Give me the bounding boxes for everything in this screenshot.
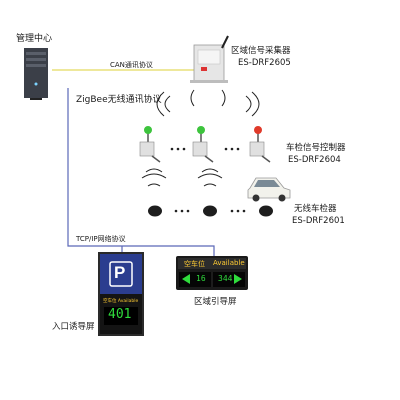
detector-model: ES-DRF2601 (292, 216, 345, 226)
entrance-screen-value: 401 (108, 307, 132, 322)
controller-device-icon-3 (249, 126, 271, 163)
controller-name: 车检信号控制器 (286, 143, 346, 153)
area-screen-title-en: Available (213, 259, 245, 267)
collector-device-icon (190, 35, 229, 83)
ellipsis-dots (170, 147, 240, 151)
area-screen-left-value: 16 (196, 274, 206, 283)
arrow-left-icon (182, 274, 190, 284)
wireless-wave-icon (156, 89, 260, 117)
detector-wave-icon (141, 168, 223, 187)
controller-device-icon-1 (139, 126, 161, 163)
server-icon (24, 48, 48, 100)
area-guidance-screen (176, 256, 248, 290)
detector-name: 无线车检器 (294, 204, 337, 214)
tcpip-protocol-label: TCP/IP网络协议 (76, 235, 126, 243)
zigbee-protocol-label: ZigBee无线通讯协议 (76, 95, 162, 105)
detector-device-icon (148, 205, 273, 217)
collector-name: 区域信号采集器 (231, 46, 291, 56)
area-screen-title-cn: 空车位 (184, 260, 205, 268)
collector-model: ES-DRF2605 (238, 58, 291, 68)
area-screen-caption: 区域引导屏 (194, 297, 237, 307)
detector-ellipsis-dots (174, 209, 246, 213)
arrow-right-icon (234, 274, 242, 284)
controller-model: ES-DRF2604 (288, 155, 341, 165)
tcpip-line (67, 88, 215, 256)
area-screen-right-value: 344 (218, 274, 233, 283)
entrance-screen-caption: 入口诱导屏 (52, 322, 95, 332)
management-label: 管理中心 (16, 34, 53, 44)
car-icon (247, 177, 291, 202)
entrance-screen-header: 空车位 Available (103, 299, 139, 304)
controller-device-icon-2 (192, 126, 214, 163)
can-protocol-label: CAN通讯协议 (110, 61, 153, 69)
parking-p-icon: P (114, 263, 126, 282)
entrance-guidance-screen (98, 252, 144, 336)
